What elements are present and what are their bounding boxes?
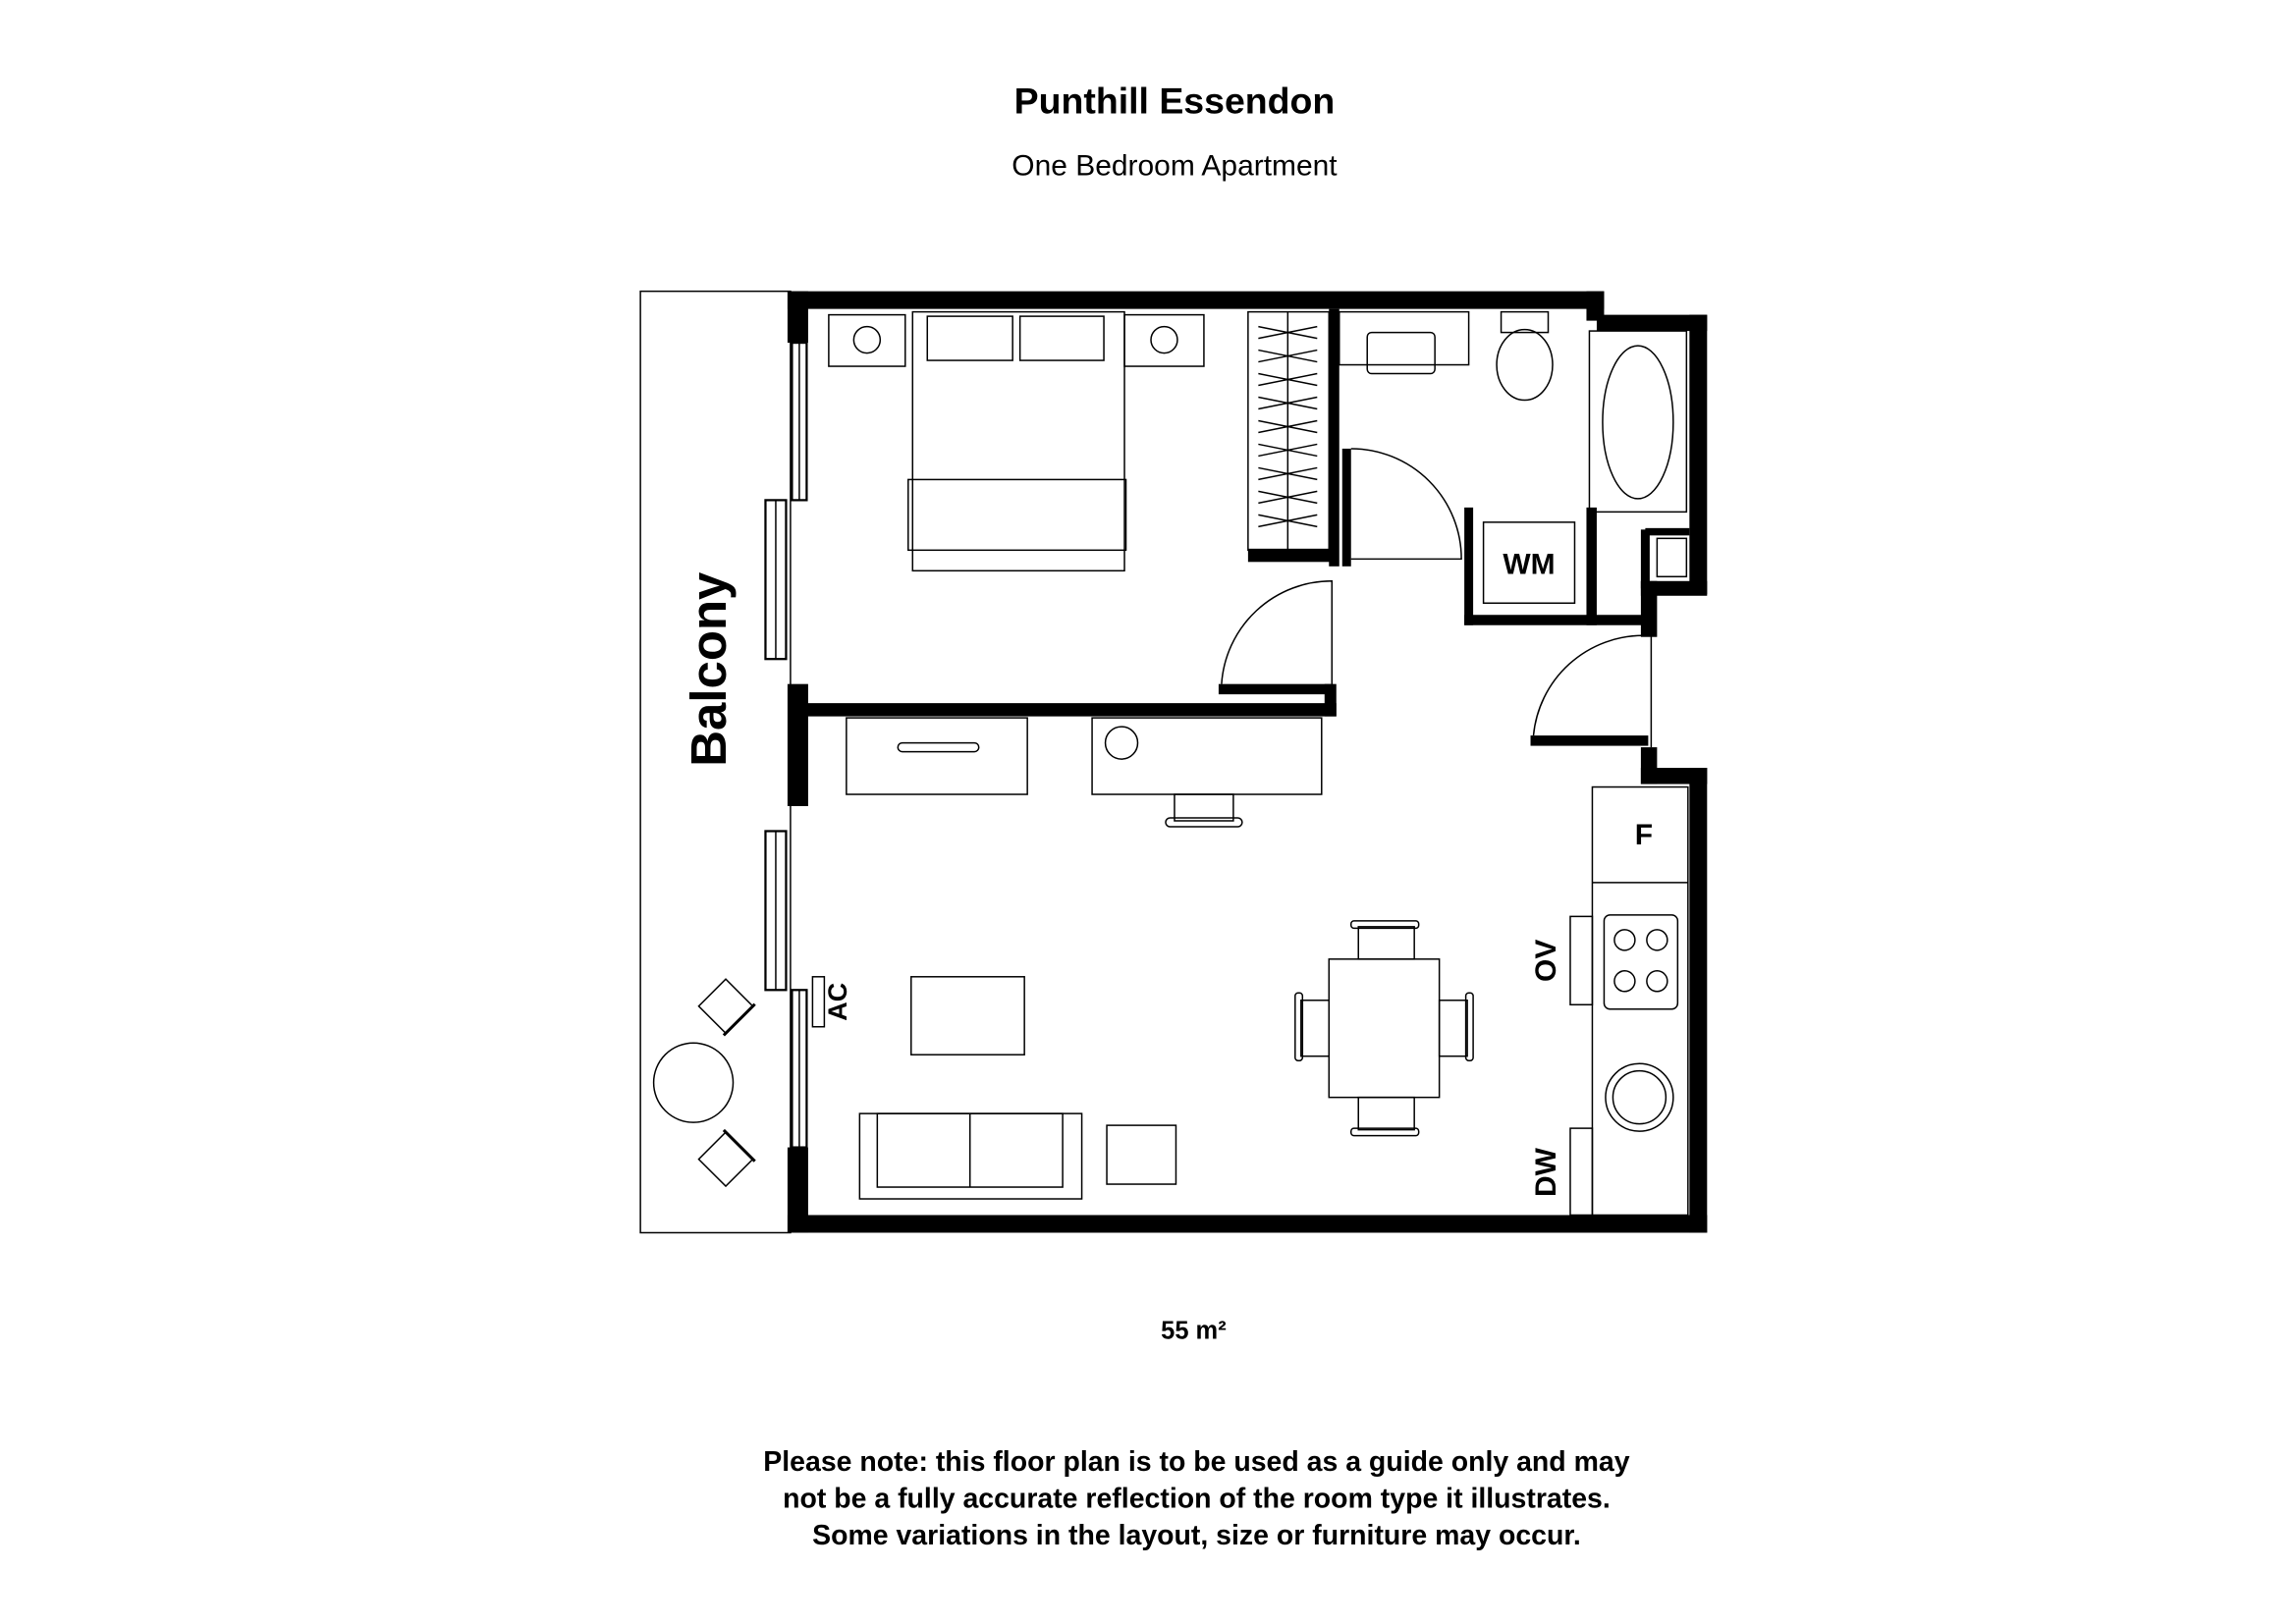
dishwasher <box>1569 1127 1594 1217</box>
kitchen-sink-bowl <box>1612 1069 1667 1125</box>
cooktop-icon <box>1603 914 1679 1010</box>
balcony-table <box>652 1042 735 1123</box>
balcony-chair <box>697 1128 756 1188</box>
fridge-label: F <box>1635 819 1653 851</box>
bedroom-door <box>1221 580 1334 684</box>
desk-chair-back <box>1165 817 1243 828</box>
washing-machine <box>1482 521 1576 605</box>
wardrobe <box>1247 310 1331 552</box>
page-title: Punthill Essendon <box>1014 80 1336 121</box>
utility-cupboard <box>1656 537 1688 578</box>
bathtub <box>1588 330 1688 514</box>
dining-set <box>1294 920 1474 1137</box>
balcony-chair <box>697 978 756 1037</box>
sofa <box>858 1112 1083 1200</box>
desk <box>1091 717 1323 795</box>
oven-label: OV <box>1530 940 1562 982</box>
bed <box>911 310 1125 572</box>
window <box>791 341 808 502</box>
pillow <box>1018 315 1105 361</box>
walls <box>787 291 1708 1233</box>
kitchen-sink-icon <box>1605 1062 1674 1132</box>
bed-blanket <box>907 478 1127 552</box>
window <box>764 830 788 992</box>
lamp-icon <box>1104 726 1139 760</box>
tv-unit <box>846 717 1028 795</box>
balcony-label: Balcony <box>681 571 737 767</box>
toilet-cistern <box>1500 310 1550 334</box>
bathtub-basin <box>1602 345 1674 500</box>
air-conditioner-label: AC <box>823 983 852 1021</box>
floor-plan: Balcony <box>639 290 1708 1234</box>
disclaimer-line: Please note: this floor plan is to be us… <box>763 1446 1629 1478</box>
window <box>791 989 808 1149</box>
side-table <box>1106 1124 1177 1185</box>
dishwasher-label: DW <box>1530 1147 1562 1197</box>
floor-area: 55 m² <box>1161 1317 1227 1344</box>
entry-door <box>1532 634 1653 748</box>
page-subtitle: One Bedroom Apartment <box>1011 149 1338 182</box>
sink-icon <box>1366 331 1436 375</box>
bedside-table <box>1123 313 1205 367</box>
lamp-icon <box>1150 325 1178 354</box>
tv-icon <box>897 741 980 753</box>
oven <box>1569 915 1594 1006</box>
bathroom-door <box>1350 448 1462 561</box>
desk-chair <box>1174 793 1234 822</box>
coffee-table <box>910 976 1025 1056</box>
vanity <box>1339 310 1470 366</box>
disclaimer-line: Some variations in the layout, size or f… <box>812 1520 1581 1551</box>
lamp-icon <box>852 325 882 354</box>
window <box>764 499 788 661</box>
bedside-table <box>828 313 906 367</box>
pillow <box>926 315 1013 361</box>
air-conditioner <box>811 976 826 1028</box>
washing-machine-label: WM <box>1503 548 1555 580</box>
disclaimer-line: not be a fully accurate reflection of th… <box>783 1484 1611 1515</box>
toilet-icon <box>1496 328 1554 402</box>
